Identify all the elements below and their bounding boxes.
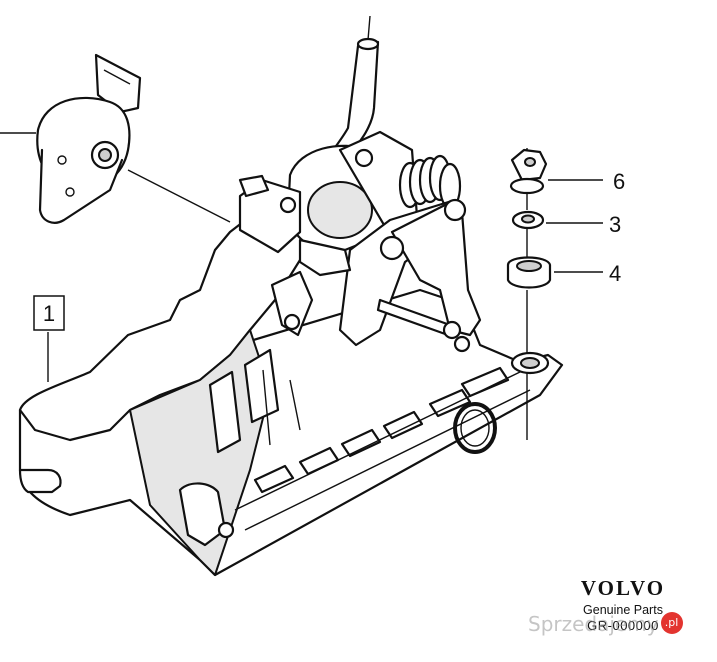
brand-block: VOLVO Genuine Parts GR-000000 (548, 576, 698, 633)
reference-code: GR-000000 (587, 618, 659, 633)
watermark-text: Sprzedajemy (528, 612, 659, 636)
callout-4-label: 4 (609, 261, 621, 286)
callout-1: 1 (33, 295, 65, 331)
callout-1-label: 1 (43, 301, 55, 326)
watermark-badge-icon: .pl (660, 612, 683, 634)
o-ring (453, 402, 497, 454)
volvo-logo: VOLVO (580, 576, 666, 600)
bushing-bracket (36, 53, 142, 224)
callout-6-label: 6 (613, 169, 625, 194)
brand-tagline: Genuine Parts (583, 603, 663, 617)
watermark: Sprzedajemy.pl (528, 612, 683, 636)
fastener-stack (506, 148, 552, 440)
leader-lines (0, 132, 603, 382)
gear-selector-mechanism (238, 15, 482, 353)
shifter-housing (18, 203, 564, 577)
callout-3-label: 3 (609, 212, 621, 237)
coil-spring (398, 154, 462, 210)
floor-slots (234, 366, 531, 531)
